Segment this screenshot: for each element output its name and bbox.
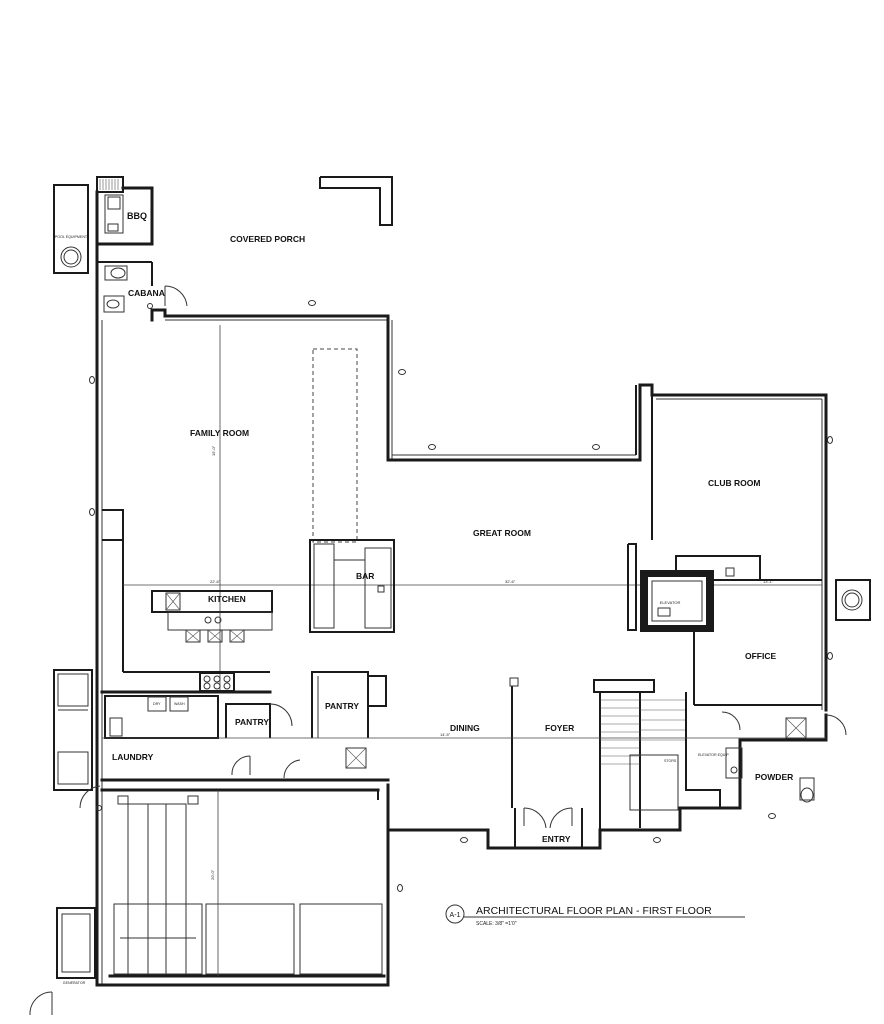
powder-label: POWDER bbox=[755, 772, 793, 782]
garage: 20'-0" bbox=[79, 785, 386, 978]
pantry-walkin: PANTRY bbox=[283, 671, 387, 779]
washer-label: WASH bbox=[174, 702, 185, 706]
bar-label: BAR bbox=[356, 571, 374, 581]
drawing-title: ARCHITECTURAL FLOOR PLAN - FIRST FLOOR bbox=[476, 905, 712, 917]
powder-room: POWDER bbox=[721, 711, 847, 803]
dryer-label: DRY bbox=[153, 702, 161, 706]
entry-doors: ENTRY bbox=[523, 807, 573, 844]
office-label: OFFICE bbox=[745, 651, 776, 661]
svg-text:22'-6": 22'-6" bbox=[210, 579, 221, 584]
window-tags bbox=[89, 300, 833, 892]
elevator: ELEVATOR bbox=[640, 570, 714, 632]
dining-label: DINING bbox=[450, 723, 480, 733]
club-room-label: CLUB ROOM bbox=[708, 478, 760, 488]
svg-text:32'-6": 32'-6" bbox=[505, 579, 516, 584]
stors-label: STORS bbox=[664, 759, 677, 763]
bar: BAR bbox=[309, 539, 395, 633]
pantry-small: PANTRY bbox=[225, 703, 293, 738]
elevator-equip-label: ELEVATOR EQUIP bbox=[698, 753, 729, 757]
kitchen-label: KITCHEN bbox=[208, 594, 246, 604]
exterior-walls bbox=[95, 308, 828, 987]
laundry-label: LAUNDRY bbox=[112, 752, 154, 762]
title-block: A-1 ARCHITECTURAL FLOOR PLAN - FIRST FLO… bbox=[445, 904, 745, 927]
range bbox=[199, 672, 235, 692]
east-equipment bbox=[835, 579, 871, 621]
family-room-label: FAMILY ROOM bbox=[190, 428, 249, 438]
covered-porch-label: COVERED PORCH bbox=[230, 234, 305, 244]
cabana-label: CABANA bbox=[128, 288, 165, 298]
generator-pad: GENERATOR bbox=[29, 907, 96, 1016]
drawing-scale: SCALE: 3/8" =1'0" bbox=[476, 921, 517, 927]
club-room-counter bbox=[675, 555, 761, 580]
sheet-number: A-1 bbox=[450, 912, 461, 919]
generator-label: GENERATOR bbox=[63, 981, 86, 985]
bbq-area: BBQ bbox=[95, 176, 154, 246]
foyer-label: FOYER bbox=[545, 723, 574, 733]
great-room-label: GREAT ROOM bbox=[473, 528, 531, 538]
bbq-label: BBQ bbox=[127, 211, 147, 221]
family-room-beam bbox=[312, 348, 358, 543]
pool-equipment-pad: POOL EQUIPMENT bbox=[53, 184, 89, 274]
pantry-2-label: PANTRY bbox=[325, 701, 359, 711]
kitchen-island: KITCHEN bbox=[151, 590, 273, 643]
laundry: DRY WASH LAUNDRY bbox=[104, 695, 251, 776]
staircase: STORS ELEVATOR EQUIP bbox=[593, 679, 729, 830]
svg-text:15'-0": 15'-0" bbox=[211, 445, 216, 456]
elevator-label: ELEVATOR bbox=[660, 600, 681, 605]
cabana: CABANA bbox=[95, 242, 188, 322]
pool-equipment-label: POOL EQUIPMENT bbox=[55, 235, 88, 239]
porch-column bbox=[319, 176, 393, 226]
svg-text:13'-1": 13'-1" bbox=[763, 579, 774, 584]
west-pads bbox=[53, 669, 93, 791]
svg-text:14'-5": 14'-5" bbox=[440, 732, 451, 737]
entry-label: ENTRY bbox=[542, 834, 571, 844]
pantry-1-label: PANTRY bbox=[235, 717, 269, 727]
svg-text:20'-0": 20'-0" bbox=[210, 869, 215, 880]
